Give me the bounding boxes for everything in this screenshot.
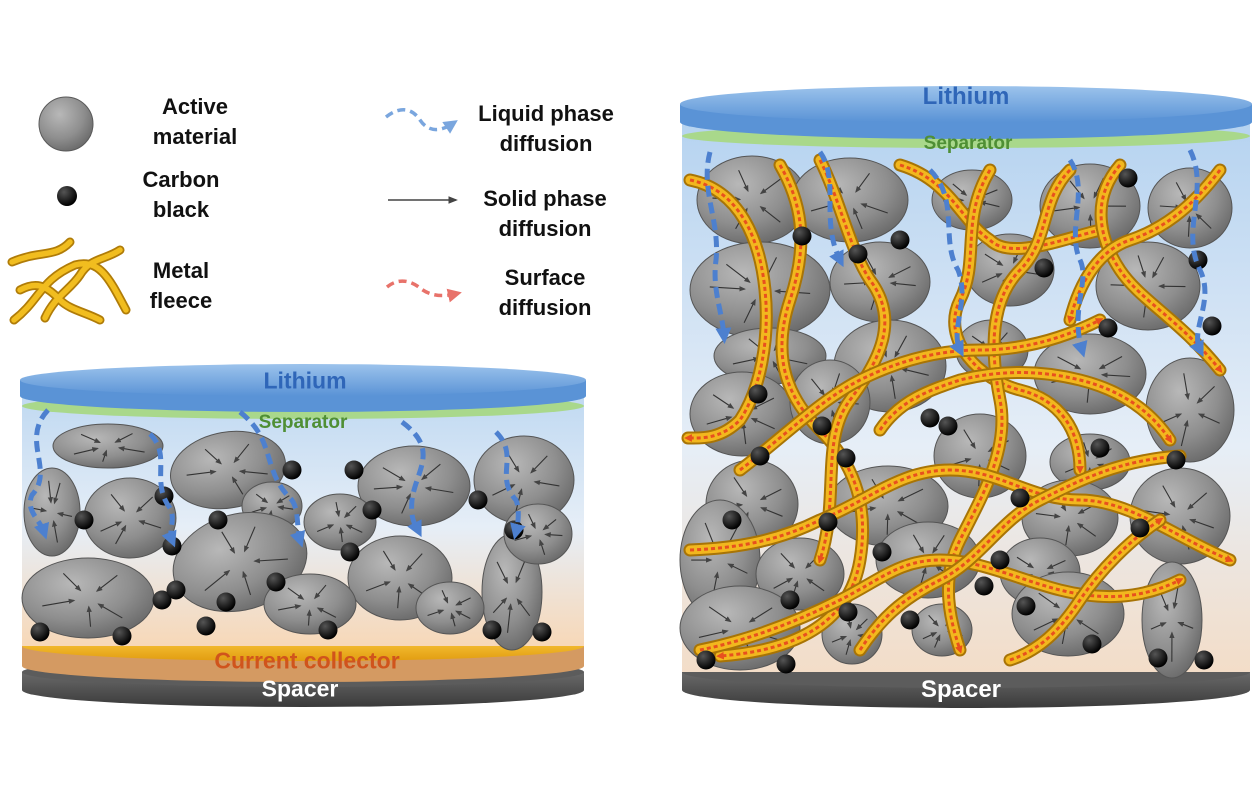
- right-carbon-black-particle: [1119, 169, 1138, 188]
- right-carbon-black-particle: [891, 231, 910, 250]
- right-carbon-black-particle: [749, 385, 768, 404]
- right-carbon-black-particle: [1035, 259, 1054, 278]
- right-carbon-black-particle: [781, 591, 800, 610]
- left-separator-label: Separator: [259, 412, 348, 434]
- right-lithium-label: Lithium: [923, 83, 1010, 111]
- left-carbon-black-particle: [483, 621, 502, 640]
- right-spacer-label: Spacer: [921, 676, 1001, 704]
- right-carbon-black-particle: [1017, 597, 1036, 616]
- surface-diffusion-legend-arrow: [387, 281, 455, 295]
- left-spacer-label: Spacer: [262, 676, 339, 703]
- legend-solid-phase-label: Solid phase diffusion: [470, 184, 620, 244]
- legend-carbon-black-line2: black: [136, 195, 226, 225]
- left-current-collector-label: Current collector: [214, 648, 399, 675]
- legend-active-material-line1: Active: [140, 92, 250, 122]
- right-carbon-black-particle: [819, 513, 838, 532]
- left-carbon-black-particle: [209, 511, 228, 530]
- right-carbon-black-particle: [839, 603, 858, 622]
- left-carbon-black-particle: [31, 623, 50, 642]
- right-carbon-black-particle: [849, 245, 868, 264]
- right-carbon-black-particle: [975, 577, 994, 596]
- right-carbon-black-particle: [991, 551, 1010, 570]
- legend-liquid-phase-label: Liquid phase diffusion: [466, 99, 626, 159]
- right-carbon-black-particle: [873, 543, 892, 562]
- right-carbon-black-particle: [1149, 649, 1168, 668]
- legend-active-material-line2: material: [140, 122, 250, 152]
- right-carbon-black-particle: [1011, 489, 1030, 508]
- right-carbon-black-particle: [1083, 635, 1102, 654]
- right-carbon-black-particle: [793, 227, 812, 246]
- left-carbon-black-particle: [197, 617, 216, 636]
- right-carbon-black-particle: [1203, 317, 1222, 336]
- legend-metal-fleece-line1: Metal: [136, 256, 226, 286]
- right-carbon-black-particle: [1167, 451, 1186, 470]
- carbon-black-icon: [57, 186, 77, 206]
- legend-surface-line2: diffusion: [480, 293, 610, 323]
- right-carbon-black-particle: [723, 511, 742, 530]
- left-carbon-black-particle: [283, 461, 302, 480]
- metal-fleece-icon: [12, 242, 126, 320]
- left-carbon-black-particle: [113, 627, 132, 646]
- left-carbon-black-particle: [75, 511, 94, 530]
- left-carbon-black-particle: [319, 621, 338, 640]
- left-lithium-label: Lithium: [263, 368, 346, 395]
- right-carbon-black-particle: [697, 651, 716, 670]
- left-carbon-black-particle: [217, 593, 236, 612]
- right-separator-label: Separator: [924, 133, 1013, 155]
- left-carbon-black-particle: [341, 543, 360, 562]
- left-active-particle: [416, 582, 484, 634]
- left-carbon-black-particle: [167, 581, 186, 600]
- right-carbon-black-particle: [1099, 319, 1118, 338]
- left-active-particle: [304, 494, 376, 550]
- legend-surface-label: Surface diffusion: [480, 263, 610, 323]
- legend-active-material-label: Active material: [140, 92, 250, 152]
- legend-carbon-black-line1: Carbon: [136, 165, 226, 195]
- right-carbon-black-particle: [901, 611, 920, 630]
- legend-liquid-phase-line1: Liquid phase: [466, 99, 626, 129]
- legend-carbon-black-label: Carbon black: [136, 165, 226, 225]
- right-cell: [680, 86, 1252, 708]
- right-carbon-black-particle: [813, 417, 832, 436]
- right-carbon-black-particle: [1131, 519, 1150, 538]
- left-carbon-black-particle: [267, 573, 286, 592]
- left-carbon-black-particle: [469, 491, 488, 510]
- liquid-diffusion-legend-arrow: [386, 110, 452, 130]
- active-material-icon: [39, 97, 93, 151]
- right-carbon-black-particle: [837, 449, 856, 468]
- right-carbon-black-particle: [777, 655, 796, 674]
- legend-liquid-phase-line2: diffusion: [466, 129, 626, 159]
- legend-metal-fleece-label: Metal fleece: [136, 256, 226, 316]
- left-active-particle: [53, 424, 163, 468]
- left-carbon-black-particle: [345, 461, 364, 480]
- right-carbon-black-particle: [921, 409, 940, 428]
- right-carbon-black-particle: [1195, 651, 1214, 670]
- legend-metal-fleece-line2: fleece: [136, 286, 226, 316]
- legend-solid-phase-line1: Solid phase: [470, 184, 620, 214]
- right-carbon-black-particle: [1091, 439, 1110, 458]
- right-carbon-black-particle: [751, 447, 770, 466]
- left-carbon-black-particle: [533, 623, 552, 642]
- legend-solid-phase-line2: diffusion: [470, 214, 620, 244]
- left-carbon-black-particle: [363, 501, 382, 520]
- right-carbon-black-particle: [939, 417, 958, 436]
- legend-surface-line1: Surface: [480, 263, 610, 293]
